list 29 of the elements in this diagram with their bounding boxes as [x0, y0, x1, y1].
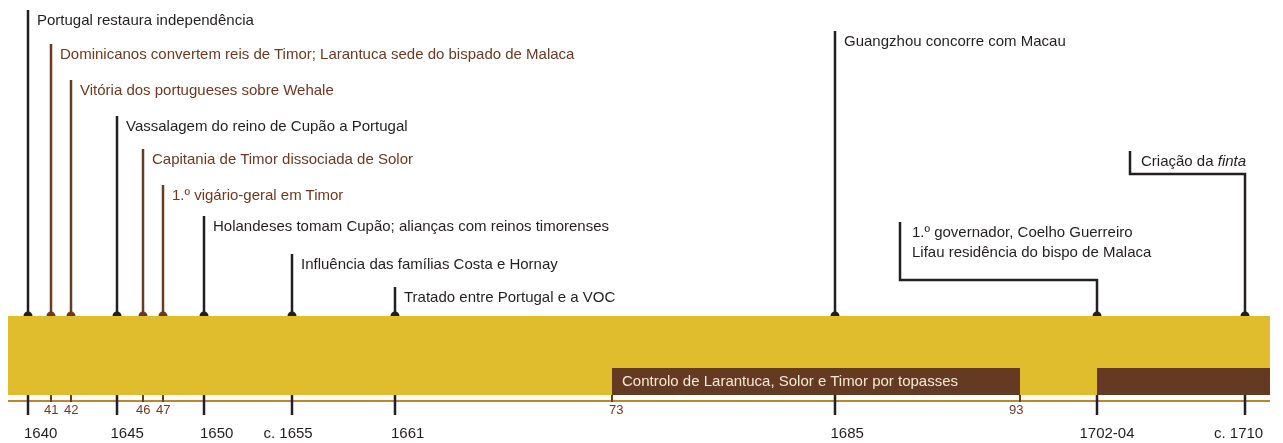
event-label: Holandeses tomam Cupão; alianças com reinos timorenses [204, 216, 610, 236]
tick-label: 46 [136, 402, 151, 417]
year-label: 1645 [110, 424, 144, 441]
event-label: Guangzhou concorre com Macau [835, 31, 1066, 51]
tick-label: 47 [156, 402, 171, 417]
event-label: Influência das famílias Costa e Hornay [292, 254, 558, 274]
year-label: 1650 [200, 424, 234, 441]
event-label: Portugal restaura independência [28, 10, 254, 30]
tick-label: 93 [1009, 402, 1024, 417]
year-label: 1640 [24, 424, 58, 441]
event-label: 1.º vigário-geral em Timor [163, 185, 344, 205]
event-label: Capitania de Timor dissociada de Solor [143, 149, 413, 169]
year-label: c. 1655 [263, 424, 313, 441]
event-label: Criação da finta [1130, 151, 1247, 171]
timeline-band [8, 316, 1270, 395]
tick-label: 41 [44, 402, 59, 417]
year-label: 1702-04 [1079, 424, 1135, 441]
event-label: 1.º governador, Coelho Guerreiro Lifau residência do bispo de Malaca [900, 222, 1152, 262]
year-label: 1685 [830, 424, 864, 441]
year-label: 1661 [391, 424, 425, 441]
tick-label: 42 [64, 402, 79, 417]
event-label: Vassalagem do reino de Cupão a Portugal [117, 116, 408, 136]
event-label: Vitória dos portugueses sobre Wehale [71, 80, 334, 100]
event-label: Tratado entre Portugal e a VOC [395, 287, 616, 307]
period-bar: Controlo de Larantuca, Solor e Timor por topasses [612, 368, 1020, 395]
event-label: Dominicanos convertem reis de Timor; Larantuca sede do bispado de Malaca [51, 44, 575, 64]
tick-label: 73 [609, 402, 624, 417]
period-bar [1097, 368, 1270, 395]
year-label: c. 1710 [1214, 424, 1264, 441]
